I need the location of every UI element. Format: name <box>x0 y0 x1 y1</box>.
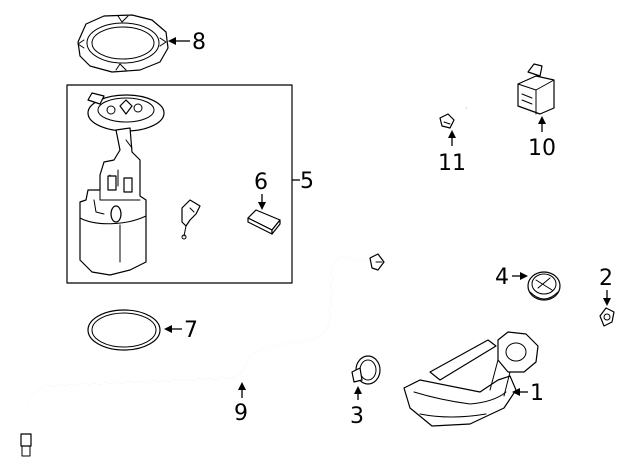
filler-neck-part-1 <box>403 331 539 427</box>
callout-1: 1 <box>512 381 544 406</box>
module-part-10 <box>517 63 555 115</box>
callout-4-number: 4 <box>495 265 509 290</box>
callout-4: 4 <box>495 265 528 290</box>
callout-5: 5 <box>292 169 314 194</box>
callout-3: 3 <box>350 386 364 429</box>
clamp-part-3 <box>351 355 381 385</box>
sensor-connector <box>181 199 201 240</box>
fuel-line-part-9 <box>20 253 385 457</box>
callout-11: 11 <box>438 130 466 176</box>
bolt-part-11 <box>439 106 467 129</box>
callout-7: 7 <box>164 318 198 343</box>
callout-9-number: 9 <box>234 401 248 426</box>
lock-ring-part-8 <box>77 14 169 73</box>
callout-2: 2 <box>599 266 613 306</box>
clip-part-2 <box>599 307 615 327</box>
callout-8-number: 8 <box>192 30 206 55</box>
callout-1-number: 1 <box>530 381 544 406</box>
fuel-pump-module-part-5 <box>79 92 165 276</box>
callout-10-number: 10 <box>528 136 556 161</box>
callout-5-number: 5 <box>300 169 314 194</box>
callout-8: 8 <box>168 30 206 55</box>
callout-2-number: 2 <box>599 266 613 291</box>
callout-9: 9 <box>234 382 248 426</box>
callout-3-number: 3 <box>350 404 364 429</box>
callout-6-number: 6 <box>254 170 268 195</box>
filter-part-6 <box>247 209 281 235</box>
callout-7-number: 7 <box>184 318 198 343</box>
callout-10: 10 <box>528 116 556 161</box>
callout-6: 6 <box>254 170 268 210</box>
callout-11-number: 11 <box>438 151 466 176</box>
seal-ring-part-7 <box>87 309 161 351</box>
fuel-cap-part-4 <box>527 271 561 301</box>
